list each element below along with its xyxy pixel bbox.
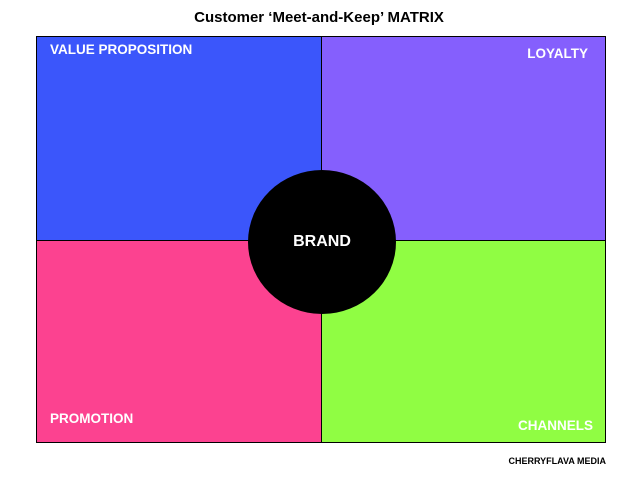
brand-label: BRAND [293,233,351,250]
quadrant-label-promotion: PROMOTION [50,411,134,426]
quadrant-value-proposition: VALUE PROPOSITION [37,37,322,241]
quadrant-channels: CHANNELS [322,241,605,442]
diagram-title: Customer ‘Meet-and-Keep’ MATRIX [194,9,444,26]
credit-text: CHERRYFLAVA MEDIA [508,456,607,466]
quadrant-label-value-proposition: VALUE PROPOSITION [50,42,193,57]
matrix-grid: VALUE PROPOSITION LOYALTY PROMOTION CHAN… [36,36,606,443]
brand-circle: BRAND [248,170,396,314]
quadrant-label-channels: CHANNELS [517,418,593,433]
quadrant-label-loyalty: LOYALTY [527,46,588,61]
